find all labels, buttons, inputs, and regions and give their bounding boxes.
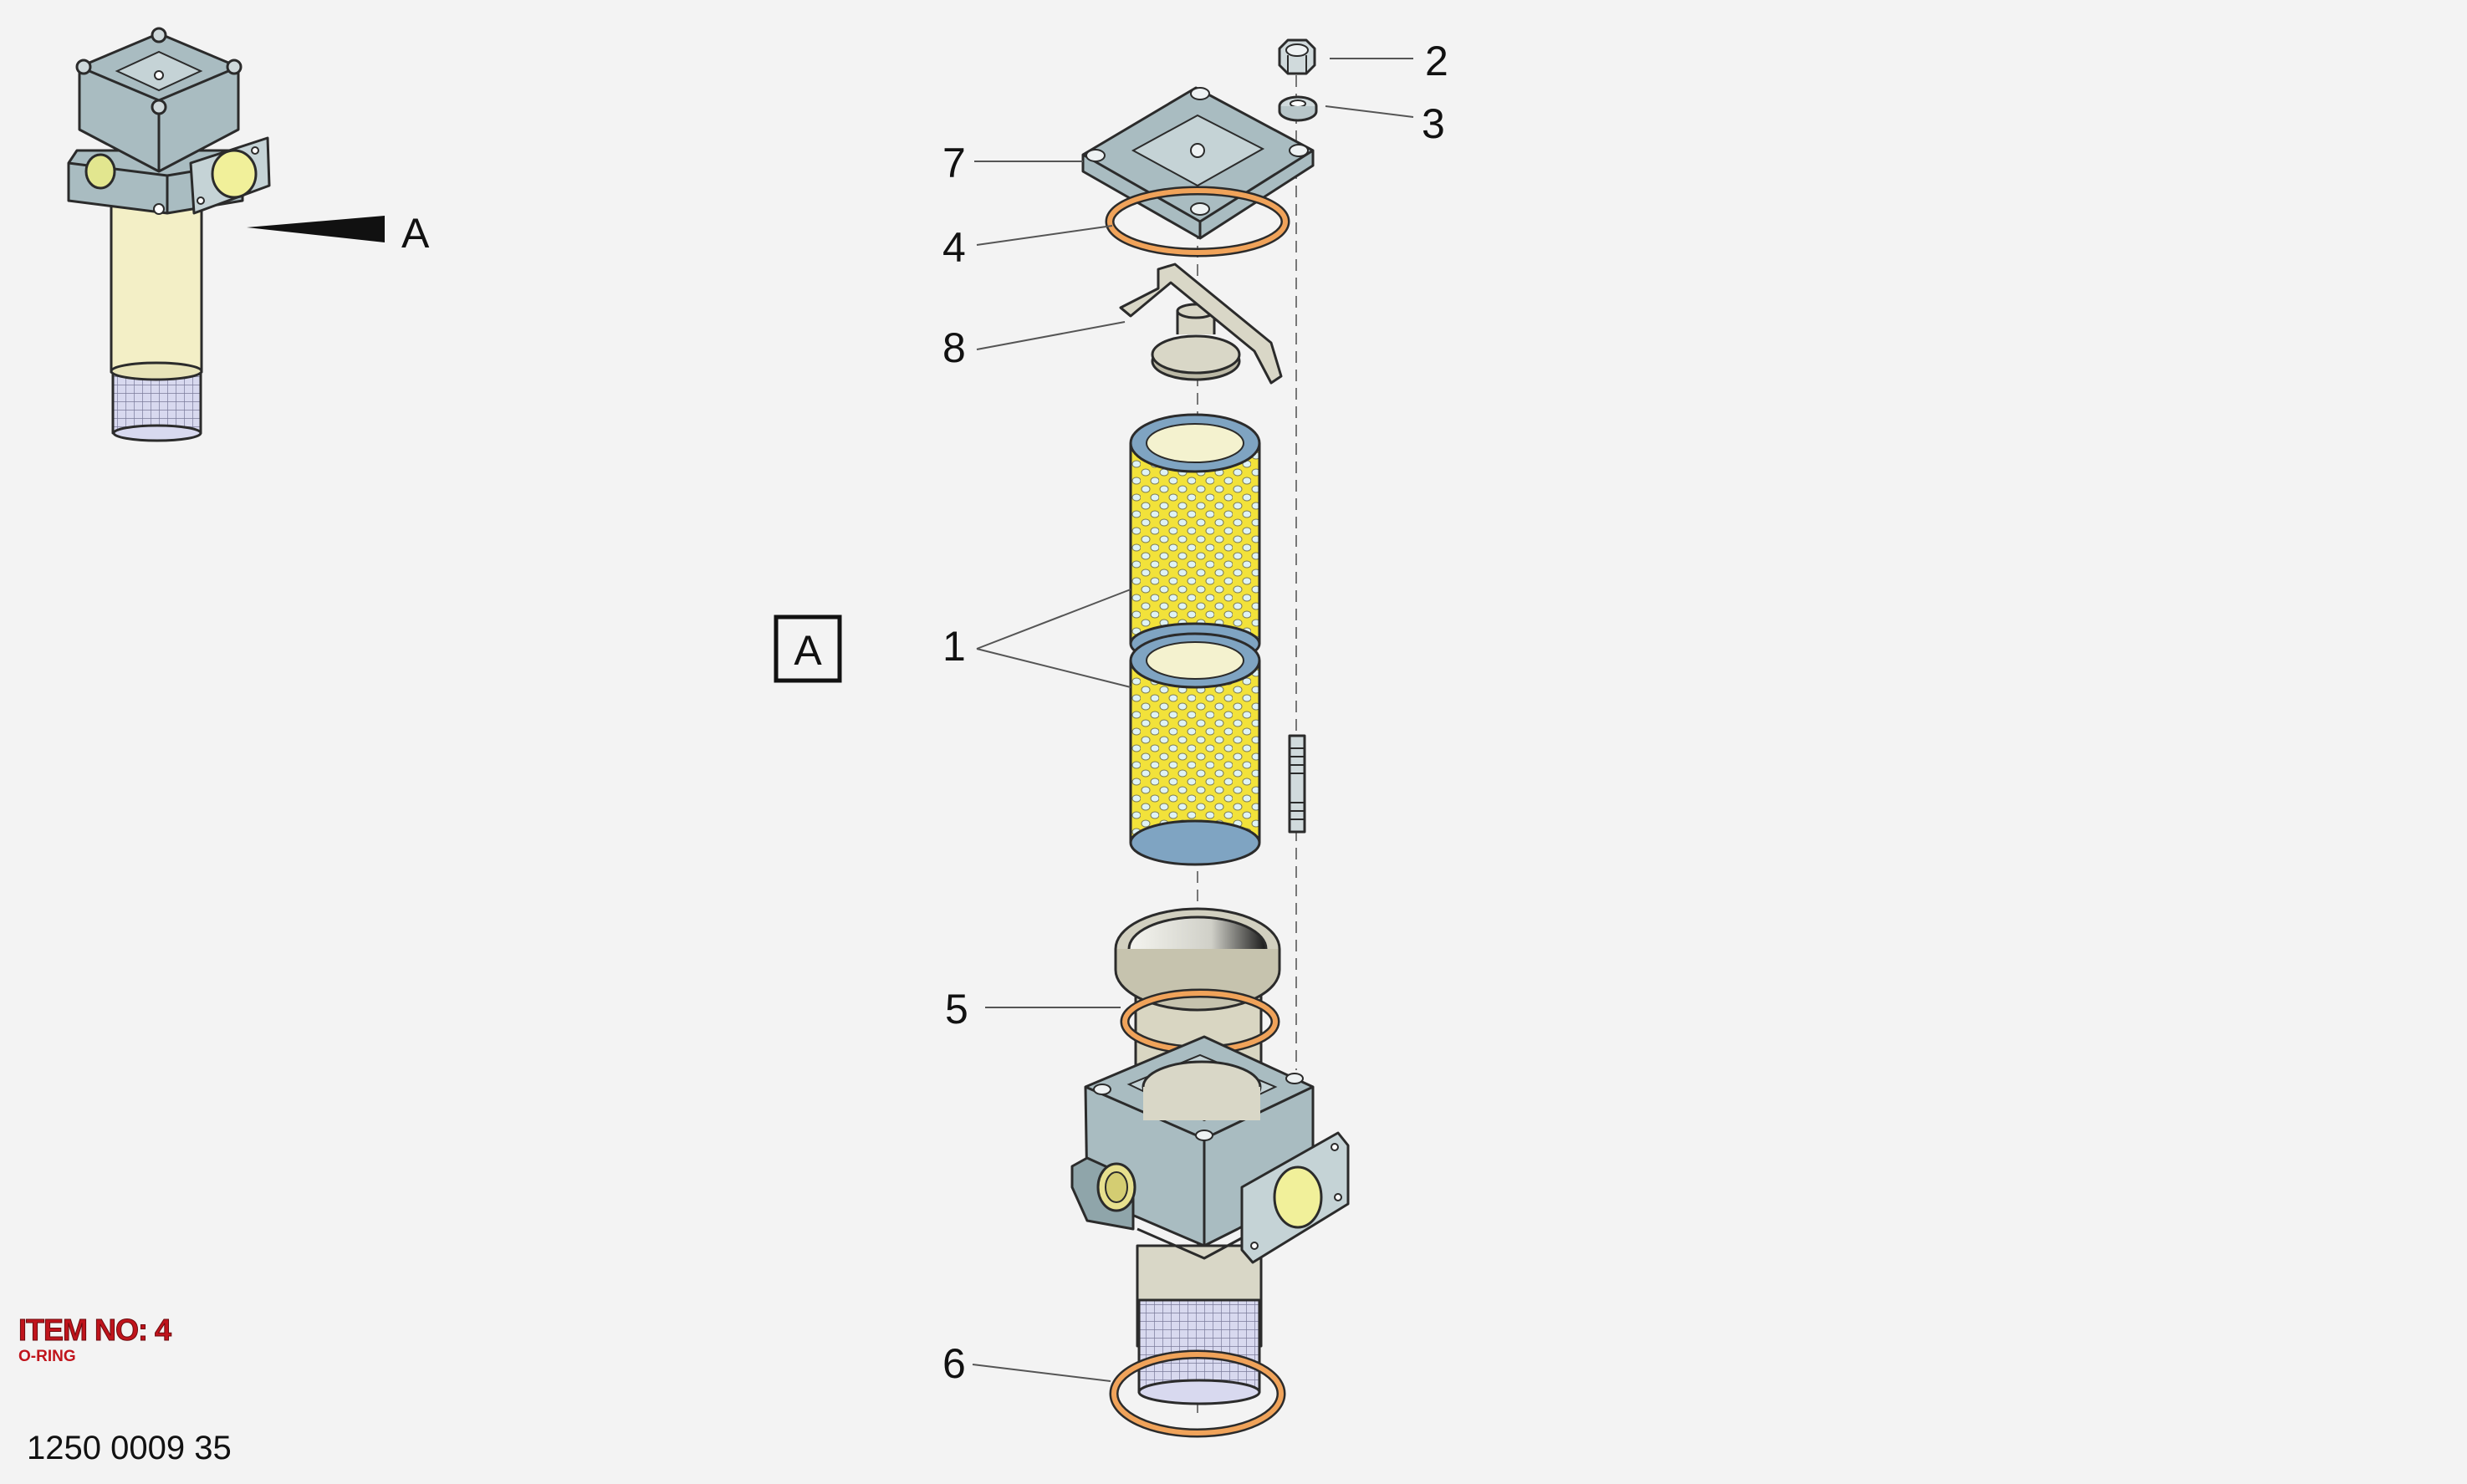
item-number-title: ITEM NO: 4 (18, 1313, 171, 1348)
callout-5: 5 (945, 986, 968, 1033)
callout-4: 4 (942, 224, 966, 271)
part-filter-element-upper (1129, 413, 1261, 666)
callout-1: 1 (942, 623, 966, 670)
callout-7: 7 (942, 140, 966, 186)
part-oring-strainer (1109, 1349, 1286, 1438)
document-number: 1250 0009 35 (27, 1430, 232, 1466)
item-description: O-RING (18, 1348, 76, 1365)
view-box-label: A (794, 627, 822, 674)
view-box (774, 615, 842, 683)
callout-8: 8 (942, 324, 966, 371)
part-housing (1070, 1035, 1350, 1405)
callout-3: 3 (1422, 100, 1445, 147)
leader-lines (972, 58, 1414, 1382)
detail-pointer (247, 216, 385, 242)
part-oring-cover (1105, 186, 1290, 258)
callout-6: 6 (942, 1340, 966, 1387)
callout-2: 2 (1425, 38, 1448, 84)
detail-view-label: A (401, 210, 430, 257)
overview-filter-assembly (67, 27, 271, 442)
part-nut (1278, 38, 1316, 75)
part-filter-element-lower (1129, 632, 1261, 866)
part-spring-bracket (1119, 263, 1283, 385)
part-stud (1288, 734, 1306, 834)
part-washer (1278, 95, 1318, 122)
